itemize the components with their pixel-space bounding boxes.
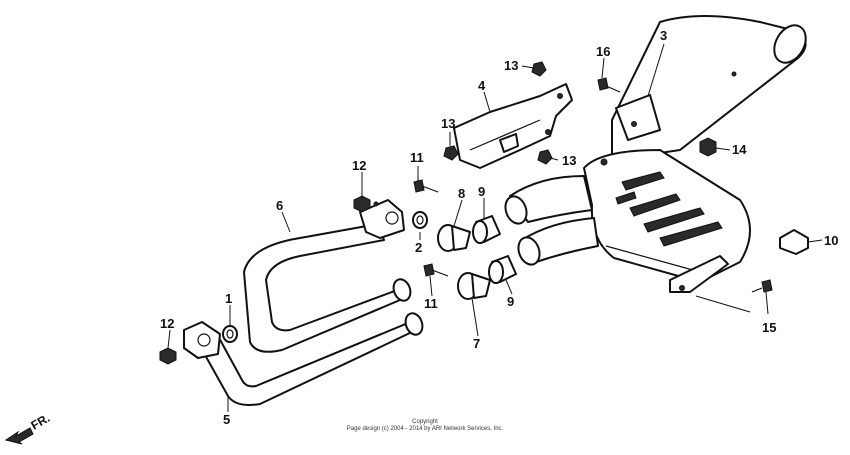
bolt-part-16[interactable]	[597, 77, 621, 93]
callout-10: 10	[824, 233, 838, 248]
nut-part-12-upper[interactable]	[353, 195, 371, 213]
bolt-part-11-lower[interactable]	[423, 263, 449, 277]
callout-7: 7	[473, 336, 480, 351]
exhaust-pipe-part-5[interactable]	[183, 311, 425, 406]
bolt-part-15[interactable]	[751, 279, 773, 293]
callout-3: 3	[660, 28, 667, 43]
sleeve-part-9-upper[interactable]	[472, 215, 501, 244]
nut-part-12-lower[interactable]	[159, 347, 177, 365]
gasket-part-1[interactable]	[222, 325, 238, 343]
leader-lines	[167, 43, 823, 412]
heat-shield-part-4[interactable]	[453, 83, 573, 169]
copyright-line-1: Copyright	[412, 419, 438, 425]
callout-labels: 1 2 3 4 5 6 7 8 9 9 10 11 11 12 12 13 13…	[160, 28, 838, 427]
nut-part-14[interactable]	[699, 137, 717, 157]
band-part-7[interactable]	[457, 272, 491, 300]
callout-8: 8	[458, 186, 465, 201]
callout-4: 4	[478, 78, 486, 93]
callout-16: 16	[596, 44, 610, 59]
nut-part-13-top[interactable]	[531, 61, 547, 77]
bolt-part-11-upper[interactable]	[413, 179, 439, 193]
callout-13-right: 13	[562, 153, 576, 168]
front-arrow-icon	[4, 427, 34, 445]
callout-11-lower: 11	[424, 296, 438, 311]
muffler-part-3[interactable]	[502, 15, 812, 293]
callout-11-upper: 11	[410, 150, 424, 165]
callout-13-left: 13	[441, 116, 455, 131]
exhaust-pipe-part-6[interactable]	[243, 199, 413, 353]
callout-12-lower: 12	[160, 316, 174, 331]
rubber-part-10[interactable]	[779, 229, 809, 255]
nut-part-13-left[interactable]	[443, 145, 459, 161]
callout-9-lower: 9	[507, 294, 514, 309]
callout-2: 2	[415, 240, 422, 255]
callout-14: 14	[732, 142, 747, 157]
callout-6: 6	[276, 198, 283, 213]
callout-9-upper: 9	[478, 184, 485, 199]
band-part-8[interactable]	[437, 224, 471, 252]
copyright-line-2: Page design (c) 2004 - 2014 by ARI Netwo…	[346, 426, 504, 432]
callout-12-upper: 12	[352, 158, 366, 173]
callout-1: 1	[225, 291, 232, 306]
gasket-part-2[interactable]	[412, 211, 428, 229]
callout-15: 15	[762, 320, 776, 335]
nut-part-13-right[interactable]	[537, 149, 553, 165]
callout-13-top: 13	[504, 58, 518, 73]
sleeve-part-9-lower[interactable]	[488, 255, 517, 284]
callout-5: 5	[223, 412, 230, 427]
